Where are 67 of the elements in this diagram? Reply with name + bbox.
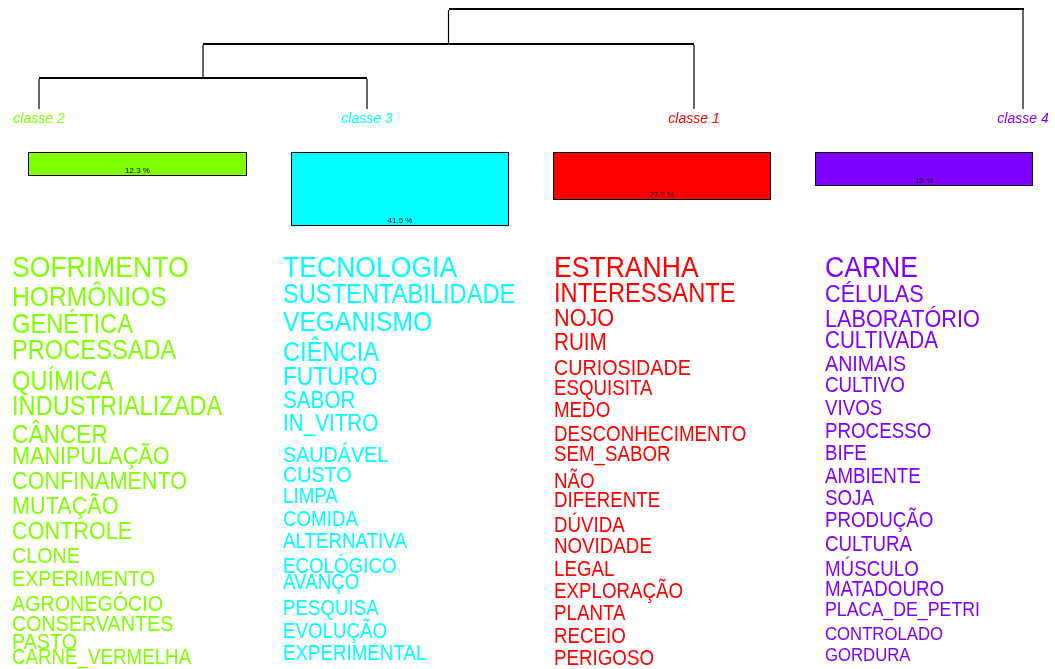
class-word: NOVIDADE: [554, 536, 652, 558]
percentage-label: 27.2 %: [649, 190, 675, 199]
class-word: LABORATÓRIO: [825, 306, 980, 332]
class-word: MATADOURO: [825, 579, 945, 601]
class-word: PROCESSO: [825, 421, 932, 443]
class-word: RUIM: [554, 331, 607, 355]
percentage-label: 41.5 %: [387, 216, 413, 225]
class-word: CLONE: [12, 544, 80, 568]
dendrogram-link: [447, 9, 450, 44]
class-word: PROCESSADA: [12, 336, 177, 364]
class-word: DIFERENTE: [554, 490, 661, 512]
class-label: classe 1: [668, 110, 720, 126]
class-word: CURIOSIDADE: [554, 356, 691, 380]
class-word: GORDURA: [825, 644, 911, 664]
class-word: IN_VITRO: [283, 412, 379, 436]
dendrogram-link: [1022, 9, 1024, 110]
class-word: PESQUISA: [283, 598, 379, 620]
class-word: AGRONEGÓCIO: [12, 592, 164, 616]
class-word: SEM_SABOR: [554, 444, 671, 466]
class-word: NOJO: [554, 305, 615, 331]
class-word: MEDO: [554, 400, 611, 422]
class-word: GENÉTICA: [12, 310, 133, 338]
class-word: QUÍMICA: [12, 367, 114, 395]
class-word: ALTERNATIVA: [283, 531, 407, 553]
dendrogram-link: [693, 44, 695, 110]
class-word: RECEIO: [554, 626, 626, 648]
class-word: COMIDA: [283, 509, 358, 531]
class-size-bar: [553, 152, 771, 200]
class-word: VEGANISMO: [283, 308, 433, 336]
class-label: classe 2: [13, 110, 65, 126]
dendrogram-link: [38, 78, 40, 110]
class-size-bar: [28, 152, 247, 176]
class-word: MUTAÇÃO: [12, 493, 119, 519]
class-word: EXPERIMENTO: [12, 567, 156, 591]
class-label: classe 3: [341, 110, 393, 126]
class-word: LEGAL: [554, 559, 615, 581]
class-word: SABOR: [283, 389, 356, 413]
class-word: EXPERIMENTAL: [283, 643, 427, 665]
class-word: PLANTA: [554, 603, 626, 625]
class-label: classe 4: [997, 110, 1049, 126]
class-word: LIMPA: [283, 486, 338, 508]
percentage-label: 19 %: [914, 176, 934, 185]
dendrogram-link: [202, 44, 204, 78]
class-word: BIFE: [825, 443, 867, 465]
class-word: VIVOS: [825, 398, 883, 420]
class-word: FUTURO: [283, 364, 378, 390]
class-word: CULTURA: [825, 534, 913, 556]
class-word: CULTIVO: [825, 375, 905, 397]
class-size-bar: [291, 152, 509, 226]
class-word: CONTROLADO: [825, 623, 943, 643]
class-word: SUSTENTABILIDADE: [283, 280, 516, 308]
class-word: DESCONHECIMENTO: [554, 424, 747, 446]
class-word: PLACA_DE_PETRI: [825, 598, 980, 620]
class-word: CIÊNCIA: [283, 338, 379, 366]
class-word: ESQUISITA: [554, 378, 653, 400]
class-word: SOJA: [825, 488, 874, 510]
class-word: TECNOLOGIA: [283, 251, 458, 283]
class-word: CONFINAMENTO: [12, 468, 188, 494]
class-word: AMBIENTE: [825, 466, 921, 488]
class-word: CÉLULAS: [825, 281, 924, 307]
class-size-bar: [815, 152, 1033, 186]
class-word: CONTROLE: [12, 518, 133, 544]
class-word: ANIMAIS: [825, 352, 907, 376]
dendrogram-link: [366, 78, 368, 110]
percentage-label: 12.3 %: [125, 166, 150, 175]
class-word: CULTIVADA: [825, 329, 938, 353]
class-word: PERIGOSO: [554, 648, 654, 669]
